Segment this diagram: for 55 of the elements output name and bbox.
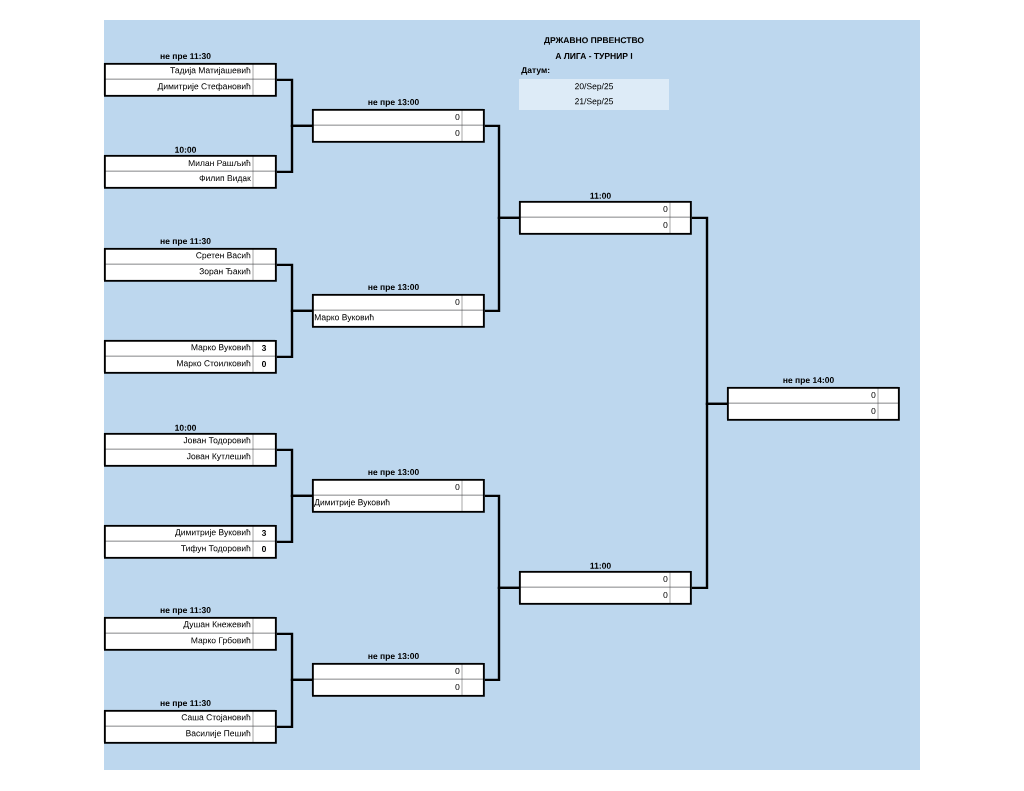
time-label: 11:00 <box>590 562 611 569</box>
player-row: 0 <box>727 402 899 420</box>
player-row: Марко Грбовић <box>104 632 276 650</box>
player-row: 0 <box>519 586 691 604</box>
time-label: не пре 13:00 <box>368 284 419 292</box>
match-box <box>312 663 485 697</box>
player-row: 0 <box>519 216 691 234</box>
player-row: 0 <box>312 678 484 696</box>
player-row: Димитрије Вуковић <box>312 494 484 512</box>
time-label: не пре 11:30 <box>160 607 211 615</box>
match-box <box>727 387 900 421</box>
player-row: 0 <box>312 124 484 142</box>
match-box <box>312 109 485 143</box>
match-box <box>104 433 277 467</box>
time-label: не пре 13:00 <box>368 99 419 107</box>
player-row: Зоран Ђакић <box>104 263 276 281</box>
player-row: Василије Пешић <box>104 725 276 743</box>
match-box <box>104 248 277 282</box>
match-box <box>519 571 692 605</box>
date-label: Датум: <box>521 67 550 75</box>
bracket-line <box>276 678 312 729</box>
time-label: не пре 11:30 <box>160 53 211 61</box>
bracket-line <box>484 216 519 313</box>
time-label: 10:00 <box>175 424 196 431</box>
time-label: не пре 11:30 <box>160 700 211 708</box>
match-box <box>104 525 277 559</box>
time-label: 10:00 <box>175 146 196 153</box>
bracket-line <box>276 494 312 544</box>
time-label: не пре 13:00 <box>368 653 419 661</box>
time-label: не пре 11:30 <box>160 238 211 246</box>
bracket-line <box>276 309 312 359</box>
player-row: Марко Вуковић <box>312 309 484 327</box>
match-box <box>104 617 277 651</box>
date-text: 20/Sep/25 <box>575 83 614 91</box>
player-row: Филип Видак <box>104 170 276 188</box>
subtitle: А ЛИГА - ТУРНИР I <box>555 53 633 59</box>
match-box <box>312 294 485 328</box>
player-row: Марко Стоилковић 0 <box>104 355 276 373</box>
match-box <box>104 63 277 97</box>
time-label: 11:00 <box>590 192 611 199</box>
match-box <box>104 155 277 189</box>
bracket-line <box>691 402 727 590</box>
player-row: Јован Кутлешић <box>104 448 276 466</box>
date-text: 21/Sep/25 <box>575 98 614 106</box>
bracket-line <box>276 124 312 174</box>
player-row: Димитрије Стефановић <box>104 78 276 96</box>
match-box <box>104 340 277 374</box>
match-box <box>104 710 277 744</box>
player-row: Тифун Тодоровић 0 <box>104 540 276 558</box>
time-label: не пре 14:00 <box>783 377 834 385</box>
match-box <box>312 479 485 513</box>
bracket-line <box>484 586 519 682</box>
title: ДРЖАВНО ПРВЕНСТВО <box>544 37 644 45</box>
time-label: не пре 13:00 <box>368 469 419 477</box>
match-box <box>519 201 692 235</box>
